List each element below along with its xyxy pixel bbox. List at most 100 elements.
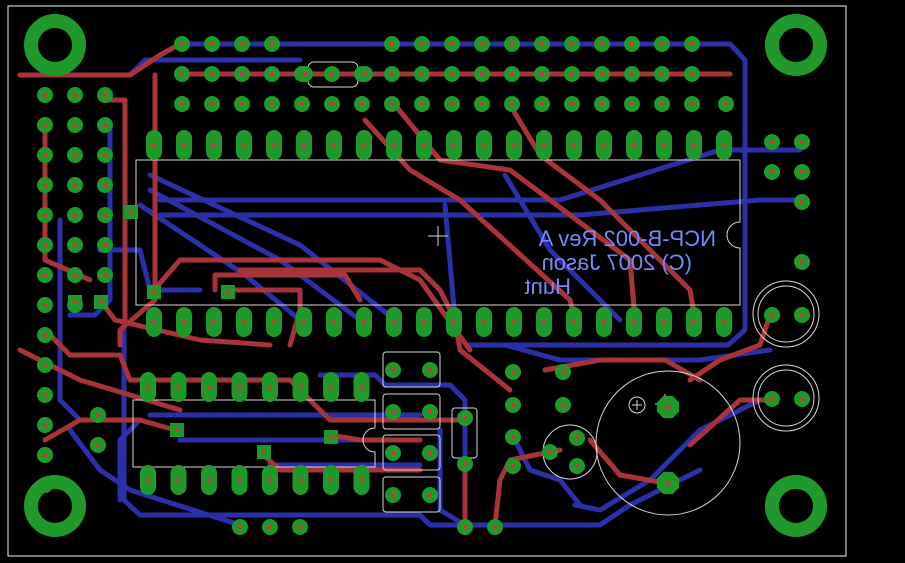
dip40-pin-top-hole xyxy=(271,142,277,148)
board-outline xyxy=(7,5,847,557)
dip40-pin-bottom-hole xyxy=(391,319,397,325)
component-pad-hole xyxy=(547,449,553,455)
header-pad-r3-hole xyxy=(389,101,395,107)
board-label-line-2: (C) 2007 Jason xyxy=(542,250,692,275)
left-header-pad-b-hole xyxy=(72,152,78,158)
power-connector-pad-hole xyxy=(462,524,468,530)
cap-outline-c4 xyxy=(382,476,441,513)
dip40-pin-top-hole xyxy=(541,142,547,148)
crystal-outline-2-inner xyxy=(757,369,815,427)
dip40-pin-bottom-hole xyxy=(691,319,697,325)
silkscreen-layer xyxy=(132,61,820,516)
dip40-pin-bottom-hole xyxy=(181,319,187,325)
header-pad-r2-hole xyxy=(659,71,665,77)
header-pad-r1-hole xyxy=(449,41,455,47)
dip40-pin-bottom-hole xyxy=(301,319,307,325)
header-pad-r3-hole xyxy=(359,101,365,107)
dip40-pin-top-hole xyxy=(511,142,517,148)
component-pad-hole xyxy=(560,369,566,375)
dip40-pin-bottom-hole xyxy=(241,319,247,325)
header-pad-r2-hole xyxy=(479,71,485,77)
header-pad-r3-hole xyxy=(629,101,635,107)
crystal-pad-hole xyxy=(799,312,805,318)
left-header-pad-b-hole xyxy=(72,242,78,248)
cap-pad-right-hole xyxy=(427,409,433,415)
dip40-pin-top-hole xyxy=(451,142,457,148)
cap-pad-right-hole xyxy=(427,450,433,456)
electrolytic-pad-negative-hole xyxy=(665,480,671,486)
cap-outline-c3 xyxy=(382,434,441,471)
header-pad-r2-hole xyxy=(179,71,185,77)
dip40-pin-top-hole xyxy=(301,142,307,148)
left-header-pad-b-hole xyxy=(72,212,78,218)
dip40-pin-bottom-hole xyxy=(271,319,277,325)
header-pad-r3-hole xyxy=(299,101,305,107)
dip40-pin-top-hole xyxy=(211,142,217,148)
dip16-pin-top-hole xyxy=(267,384,273,390)
dip40-pin-bottom-hole xyxy=(481,319,487,325)
component-pad-hole xyxy=(510,463,516,469)
right-header-pad-hole xyxy=(799,199,805,205)
dip40-pin-top-hole xyxy=(661,142,667,148)
side-connector-pad-hole xyxy=(95,412,101,418)
sq-pad-7-hole xyxy=(328,434,334,440)
left-header-pad-b-hole xyxy=(72,272,78,278)
dip40-pin-bottom-hole xyxy=(361,319,367,325)
header-pad-r2-hole xyxy=(599,71,605,77)
dip16-pin-bottom-hole xyxy=(206,477,212,483)
cap-top-pad-hole xyxy=(362,71,368,77)
component-pad-hole xyxy=(510,402,516,408)
bottom-connector-pad-hole xyxy=(267,524,273,530)
mounting-hole xyxy=(765,475,827,537)
left-header-pad-c-hole xyxy=(102,242,108,248)
left-header-pad-c-hole xyxy=(102,92,108,98)
dip40-pin-top-hole xyxy=(481,142,487,148)
header-pad-r1-hole xyxy=(629,41,635,47)
left-header-pad-a-hole xyxy=(42,122,48,128)
header-pad-r3-hole xyxy=(449,101,455,107)
right-header-pad-hole xyxy=(769,169,775,175)
component-pad-hole xyxy=(510,369,516,375)
header-pad-r3-hole xyxy=(569,101,575,107)
right-header-pad-hole xyxy=(799,139,805,145)
header-pad-r2-hole xyxy=(449,71,455,77)
dip16-pin-top-hole xyxy=(176,384,181,390)
header-pad-r3-hole xyxy=(599,101,605,107)
header-pad-r3-hole xyxy=(269,101,275,107)
right-header-pad-hole xyxy=(799,259,805,265)
dip16-outline xyxy=(132,399,376,468)
crystal-pad-hole xyxy=(799,396,805,402)
crystal-outline-1 xyxy=(752,280,820,348)
cap-outline-c1 xyxy=(382,351,441,388)
left-header-pad-c-hole xyxy=(102,182,108,188)
electrolytic-capacitor-outline xyxy=(595,370,741,516)
header-pad-r3-hole xyxy=(329,101,335,107)
header-pad-r1-hole xyxy=(209,41,215,47)
dip40-pin-top-hole xyxy=(181,142,187,148)
cap-pad-right-hole xyxy=(427,492,433,498)
header-pad-r2-hole xyxy=(329,71,335,77)
dip40-outline xyxy=(135,159,741,306)
header-pad-r1-hole xyxy=(659,41,665,47)
mounting-hole xyxy=(24,14,86,76)
header-pad-r3-hole xyxy=(659,101,665,107)
header-pad-r1-hole xyxy=(269,41,275,47)
dip40-pin-bottom-hole xyxy=(211,319,217,325)
dip16-pin-top-hole xyxy=(237,384,242,390)
dip40-pin-bottom-hole xyxy=(721,319,727,325)
left-header-pad-a-hole xyxy=(42,242,48,248)
left-header-pad-a-hole xyxy=(42,302,48,308)
dip40-pin-top-hole xyxy=(601,142,607,148)
sq-pad-8-hole xyxy=(261,449,267,455)
dip40-pin-top-hole xyxy=(331,142,337,148)
header-pad-r1-hole xyxy=(239,41,245,47)
dip16-pin-top-hole xyxy=(145,384,151,390)
dip16-pin-bottom-hole xyxy=(145,477,151,483)
board-label-line-3: Hunt xyxy=(525,274,571,299)
header-pad-r3-hole xyxy=(539,101,545,107)
cap-vertical-pad-2-hole xyxy=(462,461,468,467)
header-pad-r3-hole xyxy=(209,101,215,107)
header-pad-r2-hole xyxy=(419,71,425,77)
dip40-pin-top-hole xyxy=(631,142,637,148)
